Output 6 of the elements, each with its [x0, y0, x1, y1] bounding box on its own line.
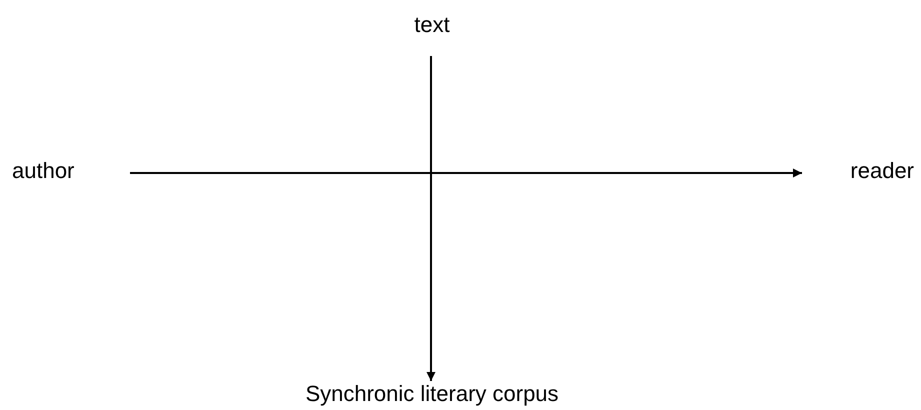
node-label: Synchronic literary corpus — [305, 381, 559, 407]
node-label: text — [414, 12, 450, 38]
node-label: reader — [850, 158, 914, 184]
arrow — [426, 56, 436, 381]
arrow — [130, 168, 802, 178]
node-label: author — [12, 158, 74, 184]
